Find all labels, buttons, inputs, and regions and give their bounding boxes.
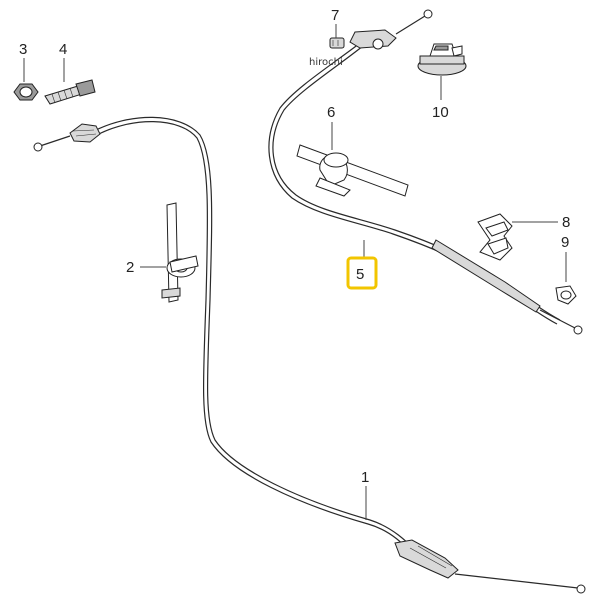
cable-1 — [33, 116, 586, 594]
part-3-nut — [13, 83, 39, 101]
leader-lines — [23, 24, 567, 520]
callout-6: 6 — [327, 104, 335, 121]
callout-10: 10 — [432, 104, 449, 121]
cable-5-lower-nipple — [573, 325, 583, 335]
callout-5-highlight — [346, 256, 378, 290]
part-9-clip — [555, 285, 577, 305]
callout-3: 3 — [19, 41, 27, 58]
callout-7: 7 — [331, 7, 339, 24]
part-6-cable-tie — [296, 144, 409, 197]
cable-5-upper-fitting — [349, 29, 397, 49]
cable-5-upper-nipple — [423, 9, 433, 19]
cable-1-right-nipple — [576, 584, 586, 594]
cable-1-adjuster-right — [394, 539, 459, 579]
cable-1-left-nipple — [33, 142, 43, 152]
watermark-text: hirochi — [309, 57, 343, 68]
part-10-boot — [417, 43, 467, 76]
callout-2: 2 — [126, 259, 134, 276]
cable-1-adjuster-left — [69, 123, 101, 143]
cable-5 — [268, 9, 583, 335]
callout-5: 5 — [356, 266, 364, 283]
part-7-screw — [329, 37, 345, 49]
callout-1: 1 — [361, 469, 369, 486]
part-8-clip — [477, 213, 513, 261]
cable-5-lower-sleeve — [431, 239, 541, 313]
callout-4: 4 — [59, 41, 67, 58]
part-4-adjuster-bolt — [44, 79, 96, 105]
part-2-cable-clamp — [161, 202, 199, 303]
callout-8: 8 — [562, 214, 570, 231]
callout-9: 9 — [561, 234, 569, 251]
